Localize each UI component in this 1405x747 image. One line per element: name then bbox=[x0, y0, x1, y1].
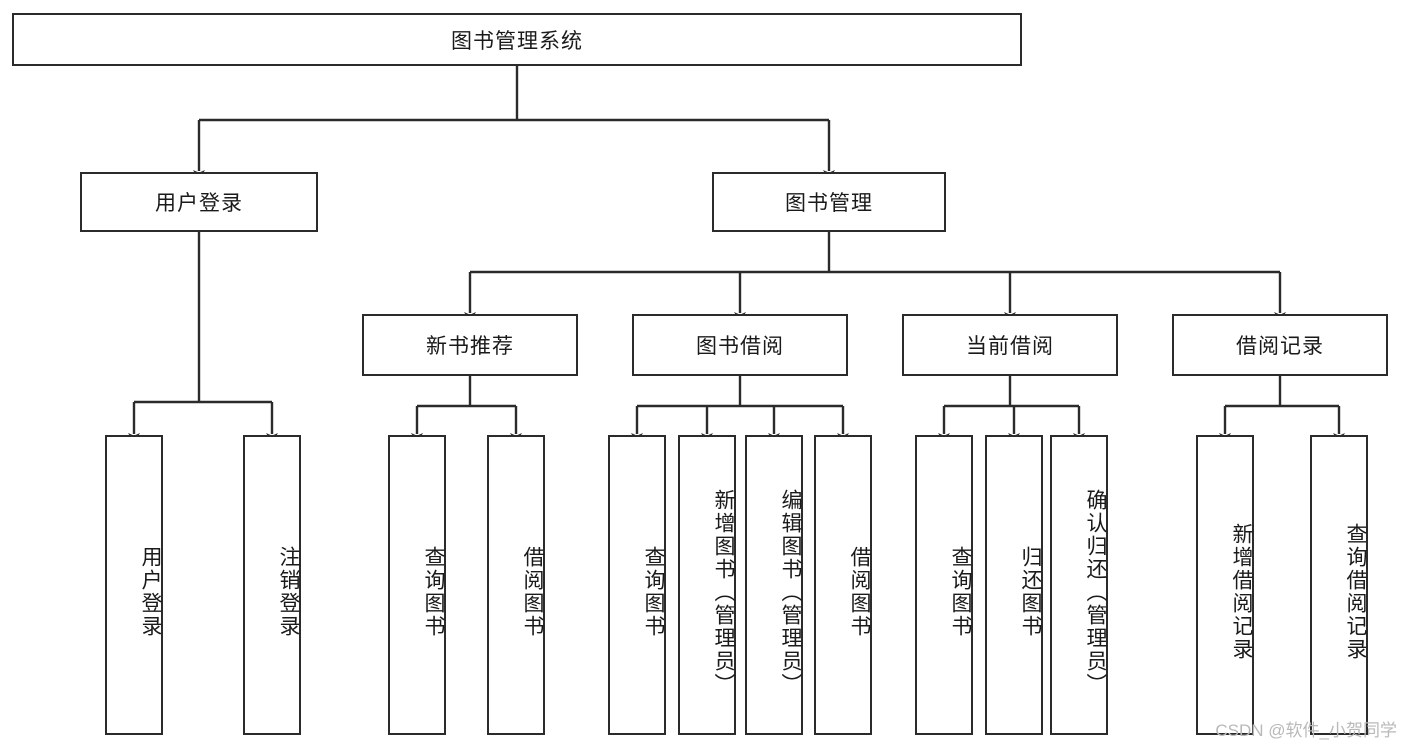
node-leaf-borrow-edit[interactable]: 编辑图书（管理员） bbox=[745, 435, 803, 735]
node-label: 图书借阅 bbox=[696, 335, 784, 358]
csdn-watermark: CSDN @软件_小贺同学 bbox=[1215, 721, 1397, 740]
node-newbook[interactable]: 新书推荐 bbox=[362, 314, 578, 376]
node-label: 图书管理 bbox=[785, 192, 873, 215]
node-label: 新书推荐 bbox=[426, 335, 514, 358]
node-leaf-current-query[interactable]: 查询图书 bbox=[915, 435, 973, 735]
node-leaf-user-logout[interactable]: 注销登录 bbox=[243, 435, 301, 735]
node-label: 确认归还（管理员） bbox=[1084, 488, 1107, 696]
node-label: 借阅记录 bbox=[1236, 335, 1324, 358]
node-label: 归还图书 bbox=[1019, 546, 1042, 638]
node-label: 图书管理系统 bbox=[451, 29, 583, 53]
node-root[interactable]: 图书管理系统 bbox=[12, 13, 1022, 66]
node-leaf-record-query[interactable]: 查询借阅记录 bbox=[1310, 435, 1368, 735]
node-leaf-borrow-query[interactable]: 查询图书 bbox=[608, 435, 666, 735]
node-leaf-current-return[interactable]: 归还图书 bbox=[985, 435, 1043, 735]
node-leaf-borrow-add[interactable]: 新增图书（管理员） bbox=[678, 435, 736, 735]
node-label: 借阅图书 bbox=[521, 546, 544, 638]
node-record[interactable]: 借阅记录 bbox=[1172, 314, 1388, 376]
node-label: 用户登录 bbox=[155, 192, 243, 215]
node-bookmgmt[interactable]: 图书管理 bbox=[712, 172, 946, 232]
node-label: 查询图书 bbox=[949, 546, 972, 638]
node-current[interactable]: 当前借阅 bbox=[902, 314, 1118, 376]
node-login[interactable]: 用户登录 bbox=[80, 172, 318, 232]
node-label: 查询借阅记录 bbox=[1344, 523, 1367, 661]
node-leaf-borrow-lend[interactable]: 借阅图书 bbox=[814, 435, 872, 735]
node-label: 注销登录 bbox=[277, 546, 300, 638]
node-leaf-user-login[interactable]: 用户登录 bbox=[105, 435, 163, 735]
node-label: 新增图书（管理员） bbox=[712, 488, 735, 696]
node-label: 新增借阅记录 bbox=[1230, 523, 1253, 661]
node-leaf-current-confirm[interactable]: 确认归还（管理员） bbox=[1050, 435, 1108, 735]
node-leaf-record-add[interactable]: 新增借阅记录 bbox=[1196, 435, 1254, 735]
node-label: 用户登录 bbox=[139, 546, 162, 638]
node-label: 借阅图书 bbox=[848, 546, 871, 638]
node-label: 查询图书 bbox=[642, 546, 665, 638]
node-borrow[interactable]: 图书借阅 bbox=[632, 314, 848, 376]
node-leaf-newbook-query[interactable]: 查询图书 bbox=[388, 435, 446, 735]
node-leaf-newbook-borrow[interactable]: 借阅图书 bbox=[487, 435, 545, 735]
node-label: 查询图书 bbox=[422, 546, 445, 638]
node-label: 编辑图书（管理员） bbox=[779, 488, 802, 696]
node-label: 当前借阅 bbox=[966, 335, 1054, 358]
